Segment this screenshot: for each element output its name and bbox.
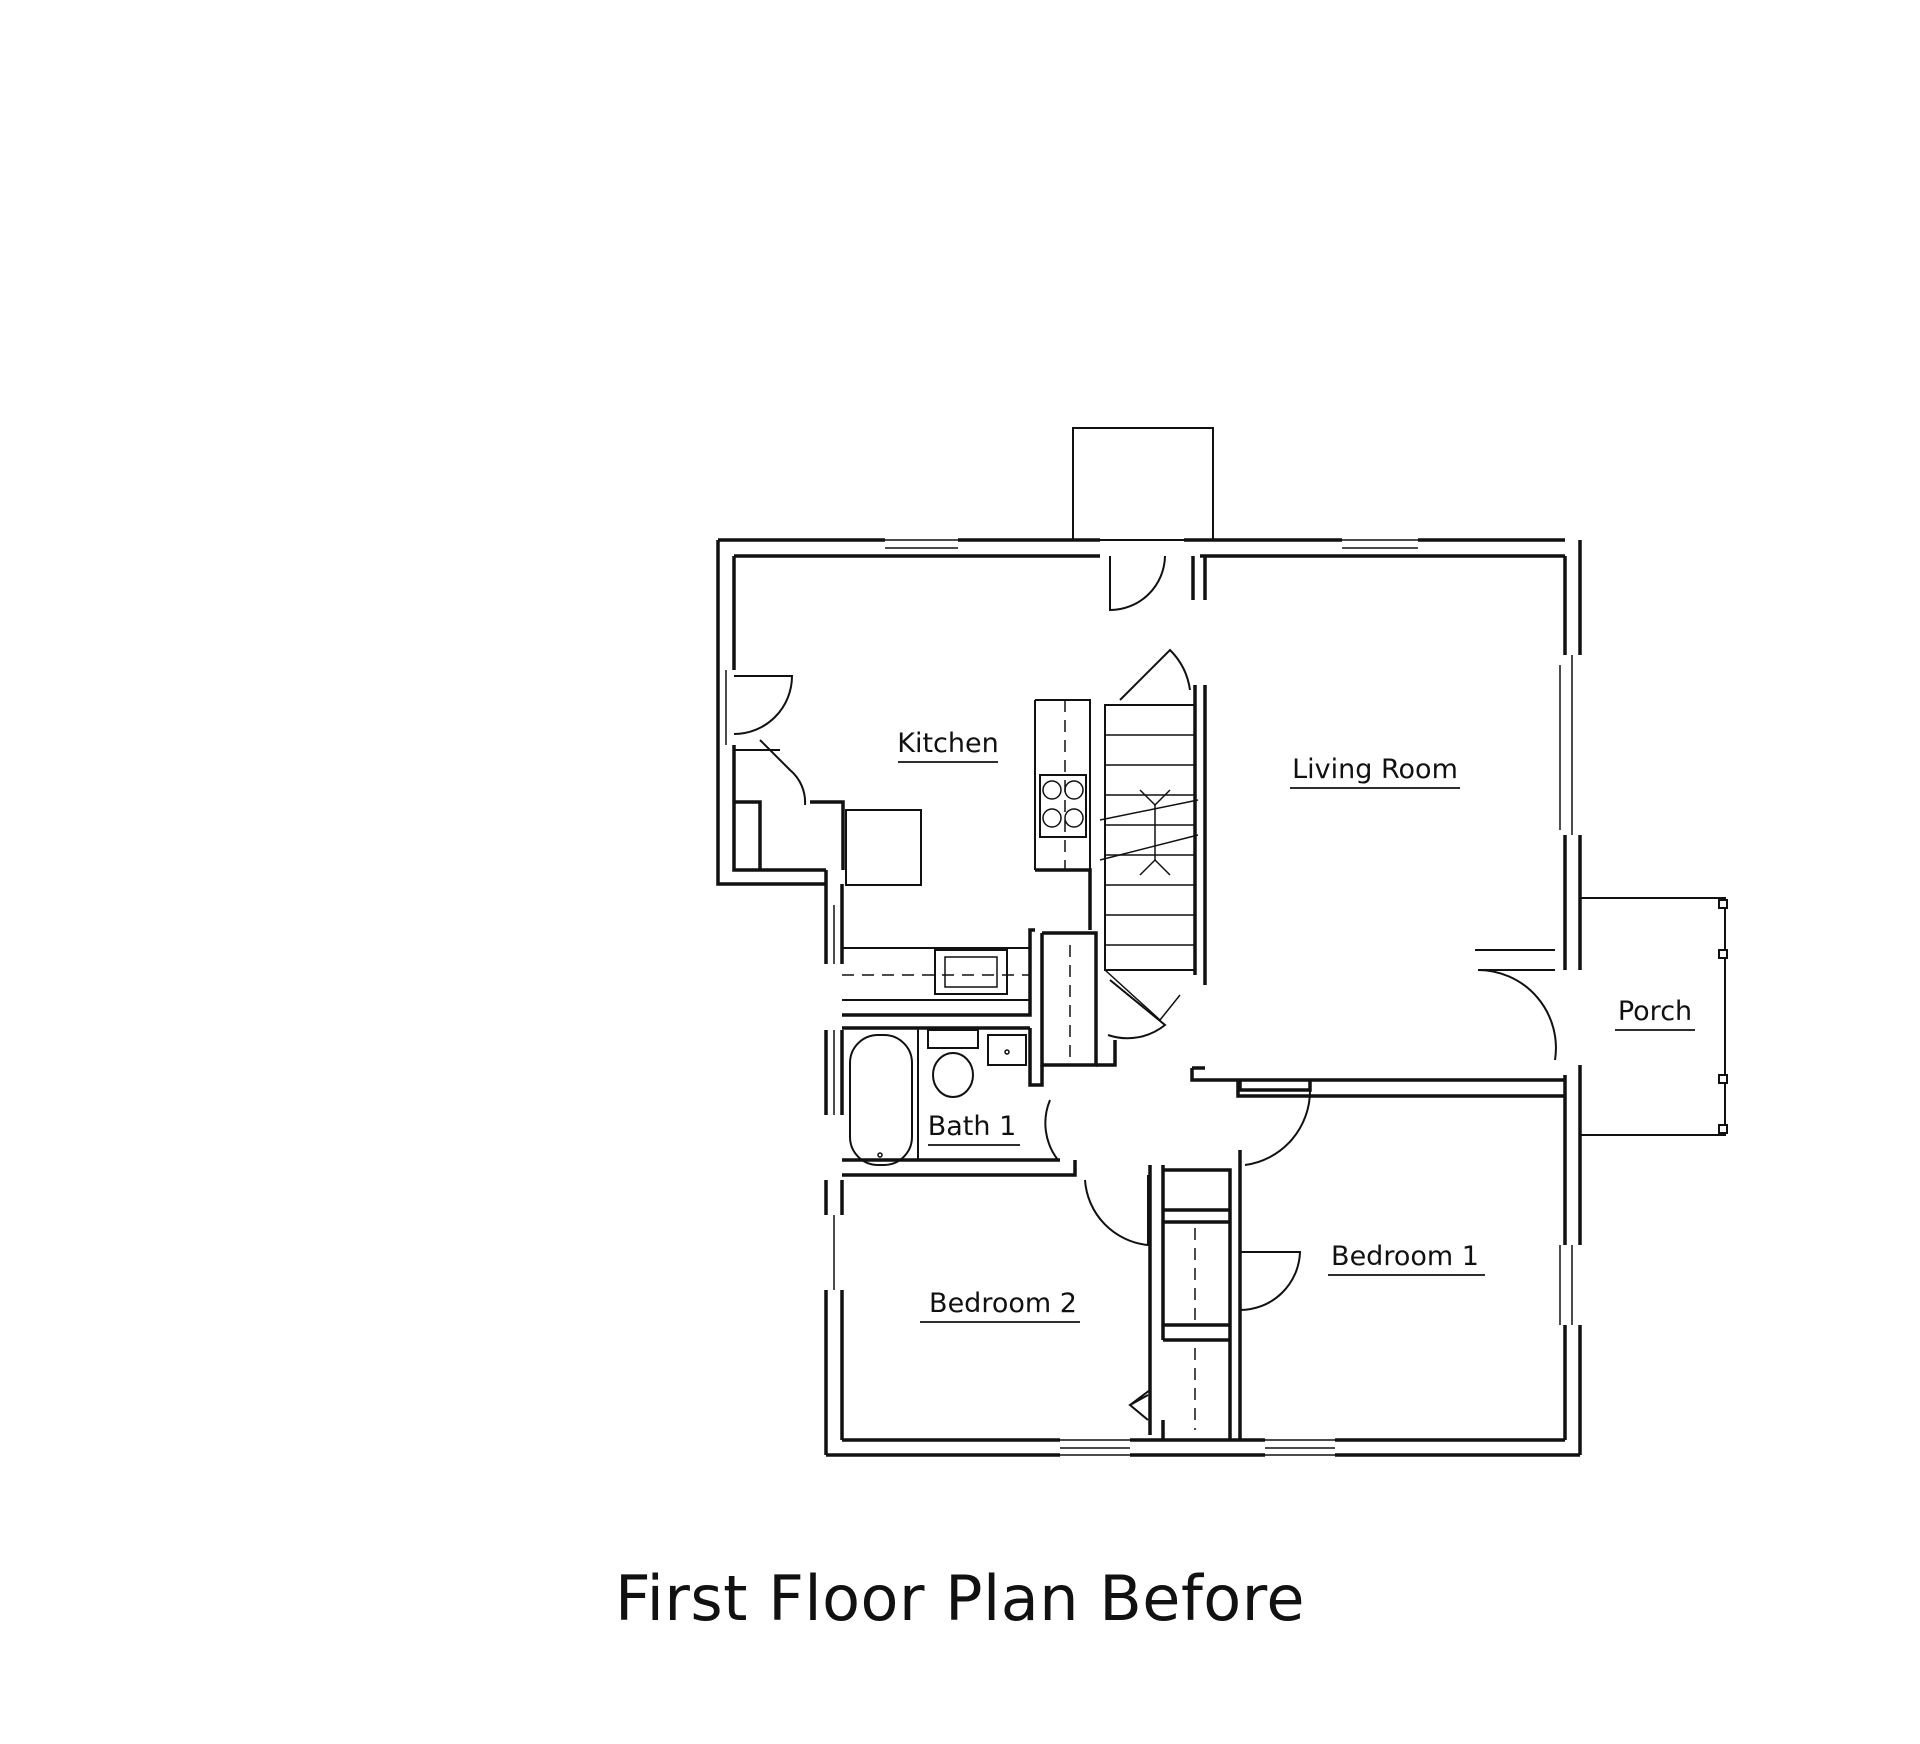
window	[1265, 1439, 1335, 1456]
toilet-tank	[927, 1029, 979, 1049]
window	[885, 539, 958, 557]
page-title: First Floor Plan Before	[615, 1562, 1305, 1635]
exterior-walls	[716, 538, 1582, 1457]
window	[1342, 539, 1418, 557]
porch	[1580, 897, 1728, 1136]
room-label-porch: Porch	[1618, 996, 1692, 1027]
window	[1060, 1439, 1130, 1456]
bath-sink	[987, 1034, 1027, 1066]
toilet	[932, 1052, 974, 1098]
room-labels: Kitchen Living Room Porch Bath 1 Bedroom…	[897, 728, 1695, 1323]
window	[1559, 1245, 1573, 1325]
room-label-bath-1: Bath 1	[928, 1111, 1017, 1142]
room-label-living-room: Living Room	[1292, 754, 1458, 785]
refrigerator	[845, 809, 922, 886]
chimney	[1072, 427, 1214, 541]
staircase	[1099, 704, 1199, 1022]
window	[1559, 655, 1573, 835]
bathtub	[849, 1034, 913, 1166]
range	[1039, 774, 1087, 838]
room-label-bedroom-1: Bedroom 1	[1331, 1241, 1479, 1272]
interior-walls	[734, 556, 1565, 1440]
doors	[733, 555, 1557, 1421]
room-label-bedroom-2: Bedroom 2	[929, 1288, 1077, 1319]
window	[717, 670, 727, 745]
bath-fixtures	[849, 1028, 1027, 1166]
room-label-kitchen: Kitchen	[897, 728, 998, 759]
kitchen-sink	[934, 949, 1008, 995]
